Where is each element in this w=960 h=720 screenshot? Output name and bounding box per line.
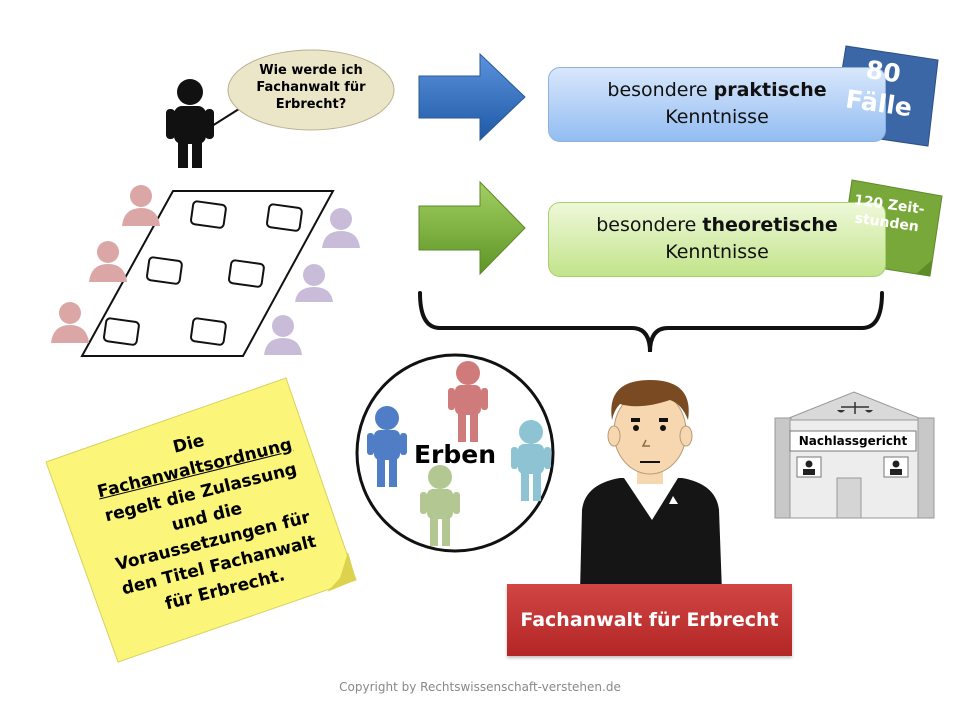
lawyer-name-plate: Fachanwalt für Erbrecht — [507, 584, 792, 656]
speech-bubble — [227, 49, 395, 131]
sticky-note — [45, 377, 357, 663]
heirs-circle — [355, 353, 555, 553]
lawyer-figure — [576, 380, 724, 608]
practical-prefix: besondere — [607, 79, 708, 101]
theoretical-knowledge-box: besondere theoretische Kenntnisse — [548, 202, 886, 277]
copyright-footer: Copyright by Rechtswissenschaft-verstehe… — [339, 680, 621, 694]
attendees-right — [264, 208, 360, 355]
court-building — [774, 391, 935, 519]
conference-table — [80, 190, 335, 357]
green-arrow — [418, 180, 526, 276]
heir-figure-olive — [420, 465, 460, 546]
speech-bubble-text: Wie werde ich Fachanwalt für Erbrecht? — [256, 63, 366, 112]
curly-brace — [418, 291, 884, 353]
practical-bold: praktische — [713, 79, 827, 101]
theoretical-prefix: besondere — [596, 214, 697, 236]
theoretical-suffix: Kenntnisse — [665, 241, 769, 263]
practical-tag-text: 80 Fälle — [843, 54, 914, 123]
heir-figure-blue — [367, 406, 407, 487]
court-label: Nachlassgericht — [798, 434, 908, 448]
heirs-label: Erben — [413, 440, 497, 469]
theoretical-bold: theoretische — [702, 214, 838, 236]
attendees-left — [51, 185, 160, 343]
practical-knowledge-box: besondere praktische Kenntnisse — [548, 67, 886, 142]
heir-figure-teal — [511, 420, 551, 501]
table-chairs — [103, 200, 303, 346]
heir-figure-red — [448, 361, 488, 442]
speaker-figure — [166, 79, 214, 168]
practical-suffix: Kenntnisse — [665, 106, 769, 128]
blue-arrow — [418, 52, 526, 142]
